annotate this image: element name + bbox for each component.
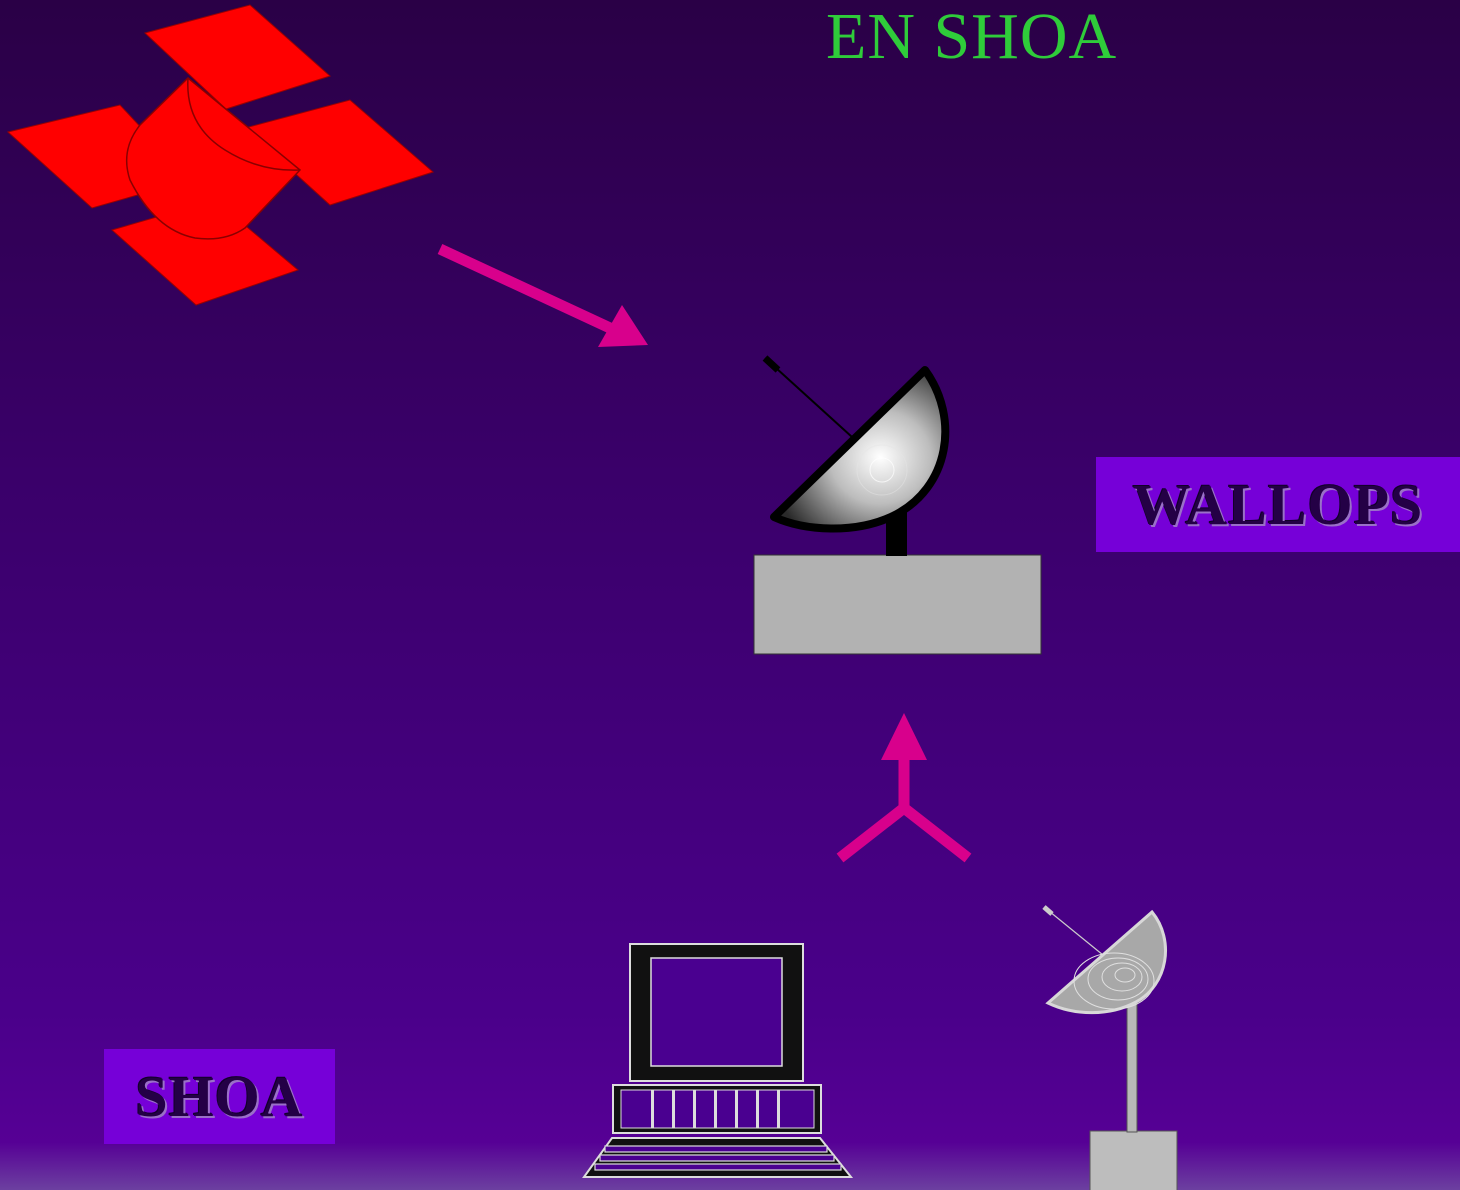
shoa-label-box: SHOA — [104, 1049, 335, 1144]
small-dish-antenna-icon — [1044, 907, 1177, 1190]
satellite-icon — [8, 5, 433, 305]
wallops-label-box: WALLOPS — [1096, 457, 1460, 552]
wallops-label: WALLOPS — [1133, 471, 1424, 538]
shoa-label: SHOA — [135, 1063, 303, 1130]
computer-terminal-icon — [584, 944, 851, 1177]
large-dish-antenna-icon — [754, 358, 1041, 654]
uplink-arrow-icon — [840, 713, 968, 858]
downlink-arrow-icon — [440, 249, 648, 347]
